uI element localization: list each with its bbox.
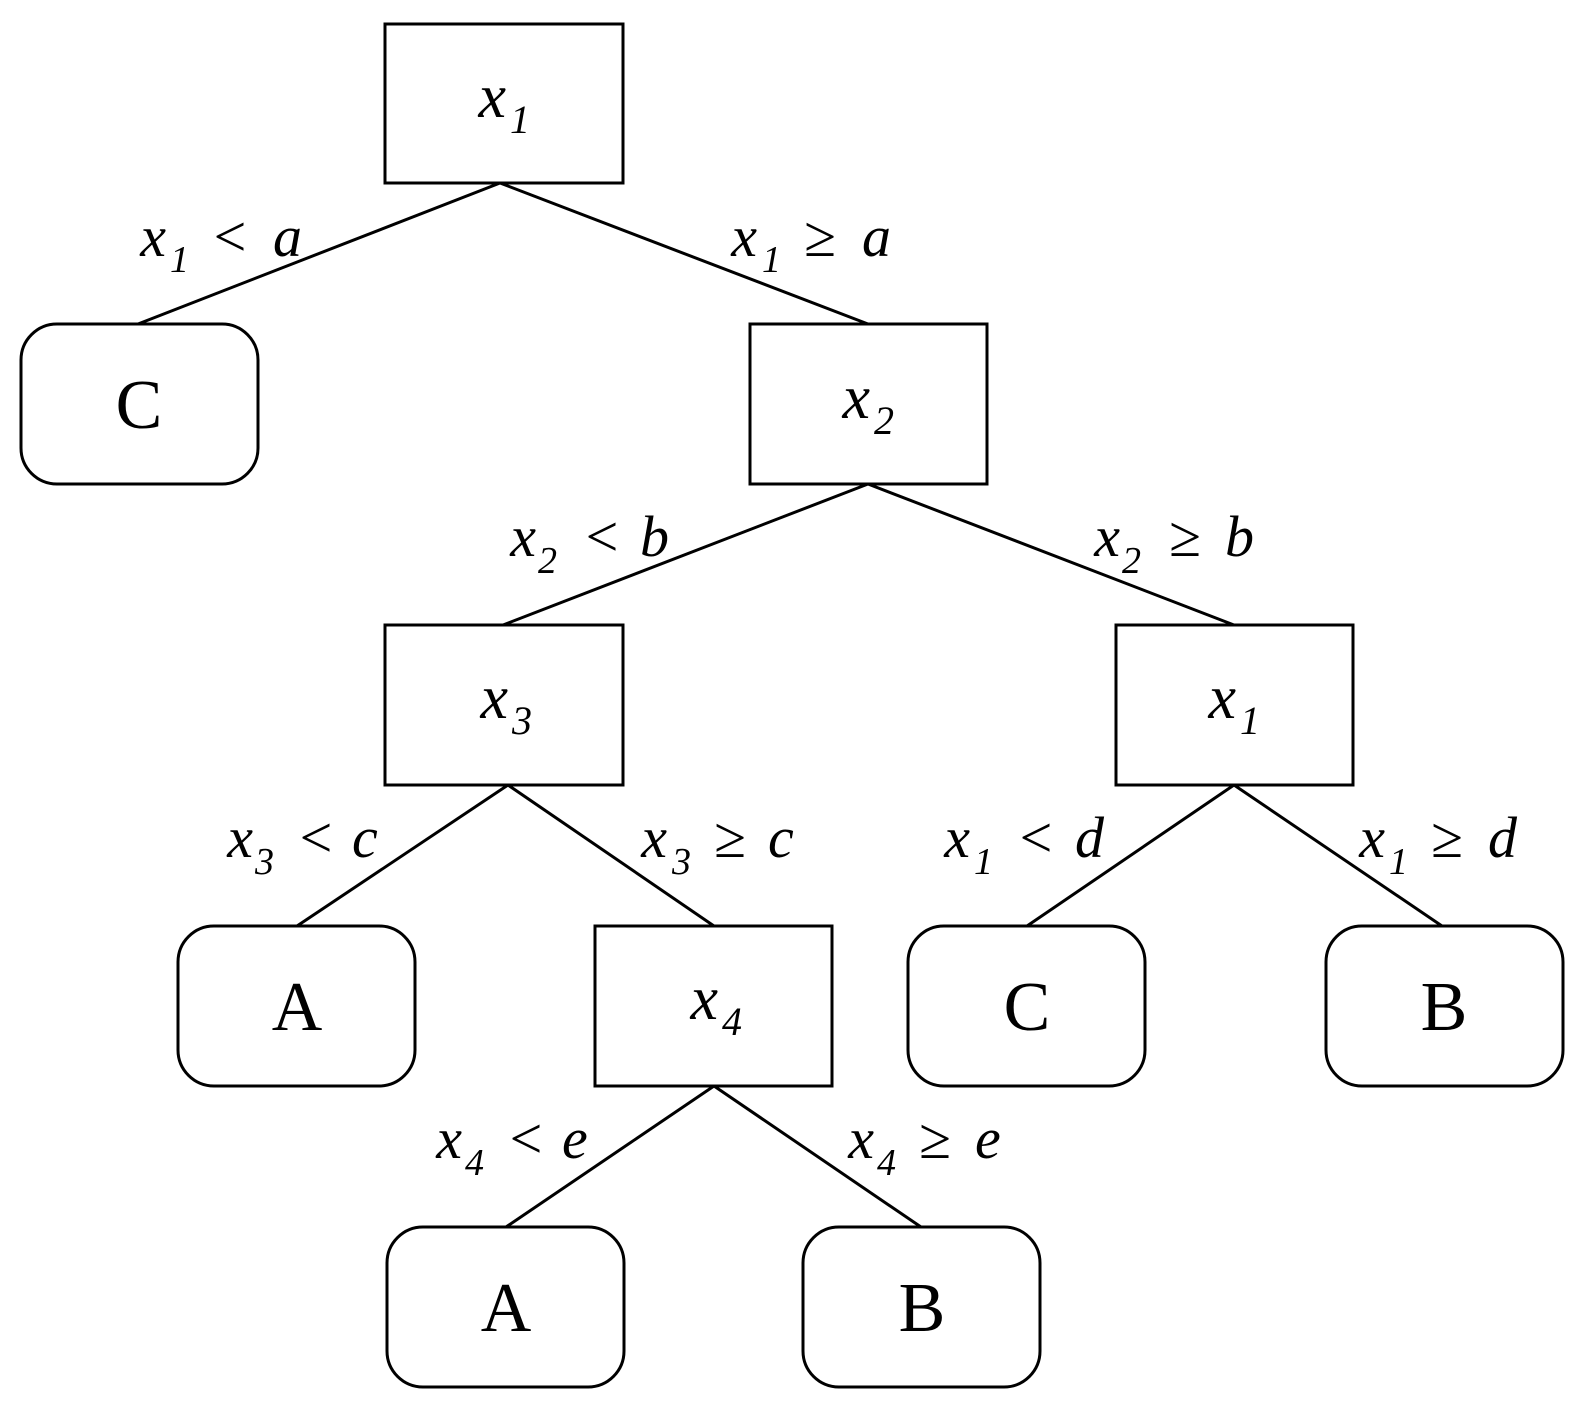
node-x4-var: x (689, 965, 718, 1033)
node-x3-var: x (479, 664, 508, 732)
svg-text:<: < (1020, 805, 1053, 870)
leaf-a-bottom: A (385, 1225, 626, 1389)
condition-root-left: x 1 < a (139, 204, 302, 281)
leaf-c-right-label: C (1004, 969, 1051, 1046)
svg-text:≥: ≥ (1169, 504, 1201, 569)
condition-x1r-right: x 1 ≥ d (1358, 805, 1518, 883)
svg-text:d: d (1488, 805, 1518, 870)
node-x3-sub: 3 (511, 698, 532, 743)
condition-root-right: x 1 ≥ a (730, 204, 891, 281)
svg-text:1: 1 (762, 239, 781, 281)
condition-x3-right: x 3 ≥ c (640, 805, 794, 883)
node-x4-sub: 4 (722, 999, 742, 1044)
svg-text:<: < (214, 204, 247, 269)
leaf-a-mid: A (176, 924, 417, 1088)
leaf-b-bottom: B (801, 1225, 1042, 1389)
node-split-x4: x 4 (593, 924, 834, 1088)
svg-text:<: < (586, 504, 619, 569)
leaf-c-top: C (19, 322, 260, 486)
node-split-x3: x 3 (383, 623, 625, 787)
condition-x1r-left: x 1 < d (943, 805, 1105, 883)
leaf-a-bottom-label: A (481, 1270, 532, 1347)
node-split-x1-right: x 1 (1114, 623, 1355, 787)
svg-text:1: 1 (974, 841, 993, 883)
svg-text:x: x (847, 1106, 874, 1171)
edge-root-to-c (137, 181, 501, 326)
svg-text:e: e (562, 1106, 588, 1171)
svg-text:b: b (1225, 504, 1254, 569)
leaf-a-mid-label: A (272, 969, 323, 1046)
condition-x2-right: x 2 ≥ b (1093, 504, 1254, 582)
svg-text:3: 3 (671, 841, 691, 883)
svg-text:d: d (1075, 805, 1105, 870)
svg-text:b: b (640, 504, 669, 569)
node-x1r-sub: 1 (1240, 698, 1260, 743)
leaf-c-right: C (906, 924, 1147, 1088)
svg-text:x: x (139, 204, 166, 269)
node-x2-var: x (841, 364, 870, 432)
node-split-x2: x 2 (748, 322, 989, 486)
svg-text:4: 4 (877, 1142, 896, 1184)
condition-x4-right: x 4 ≥ e (847, 1106, 1001, 1184)
svg-text:x: x (943, 805, 970, 870)
svg-text:3: 3 (254, 841, 274, 883)
edge-x3-to-x4 (507, 783, 715, 928)
condition-x3-left: x 3 < c (226, 805, 378, 883)
node-root-sub: 1 (510, 97, 530, 142)
svg-text:<: < (510, 1106, 543, 1171)
edge-x1-to-b (1233, 783, 1443, 928)
edge-x2-to-x1 (867, 482, 1235, 627)
leaf-b-right-label: B (1421, 969, 1468, 1046)
leaf-b-bottom-label: B (899, 1270, 946, 1347)
svg-text:c: c (352, 805, 378, 870)
edge-x2-to-x3 (502, 482, 869, 627)
svg-text:1: 1 (1389, 841, 1408, 883)
leaf-b-right: B (1324, 924, 1565, 1088)
svg-text:4: 4 (465, 1142, 484, 1184)
svg-text:≥: ≥ (919, 1106, 951, 1171)
svg-text:≥: ≥ (714, 805, 746, 870)
svg-text:2: 2 (538, 540, 557, 582)
leaf-c-top-label: C (116, 367, 163, 444)
svg-text:≥: ≥ (804, 204, 836, 269)
svg-text:x: x (1093, 504, 1120, 569)
svg-text:x: x (509, 504, 536, 569)
svg-text:≥: ≥ (1431, 805, 1463, 870)
svg-text:a: a (273, 204, 302, 269)
node-x2-sub: 2 (874, 398, 894, 443)
svg-text:e: e (975, 1106, 1001, 1171)
condition-x2-left: x 2 < b (509, 504, 669, 582)
svg-text:x: x (1358, 805, 1385, 870)
edge-x4-to-b (713, 1084, 922, 1229)
edge-root-to-x2 (499, 181, 869, 326)
svg-text:2: 2 (1122, 540, 1141, 582)
svg-text:x: x (730, 204, 757, 269)
svg-text:1: 1 (170, 239, 189, 281)
edge-x3-to-a (296, 783, 509, 928)
svg-text:<: < (300, 805, 333, 870)
node-root-x1: x 1 (383, 22, 625, 185)
condition-x4-left: x 4 < e (435, 1106, 588, 1184)
node-root-var: x (477, 63, 506, 131)
svg-text:x: x (435, 1106, 462, 1171)
svg-text:c: c (768, 805, 794, 870)
node-x1r-var: x (1207, 664, 1236, 732)
svg-text:x: x (226, 805, 253, 870)
svg-text:a: a (862, 204, 891, 269)
edge-x4-to-a (505, 1084, 715, 1229)
svg-text:x: x (640, 805, 667, 870)
edge-x1-to-c (1026, 783, 1235, 928)
